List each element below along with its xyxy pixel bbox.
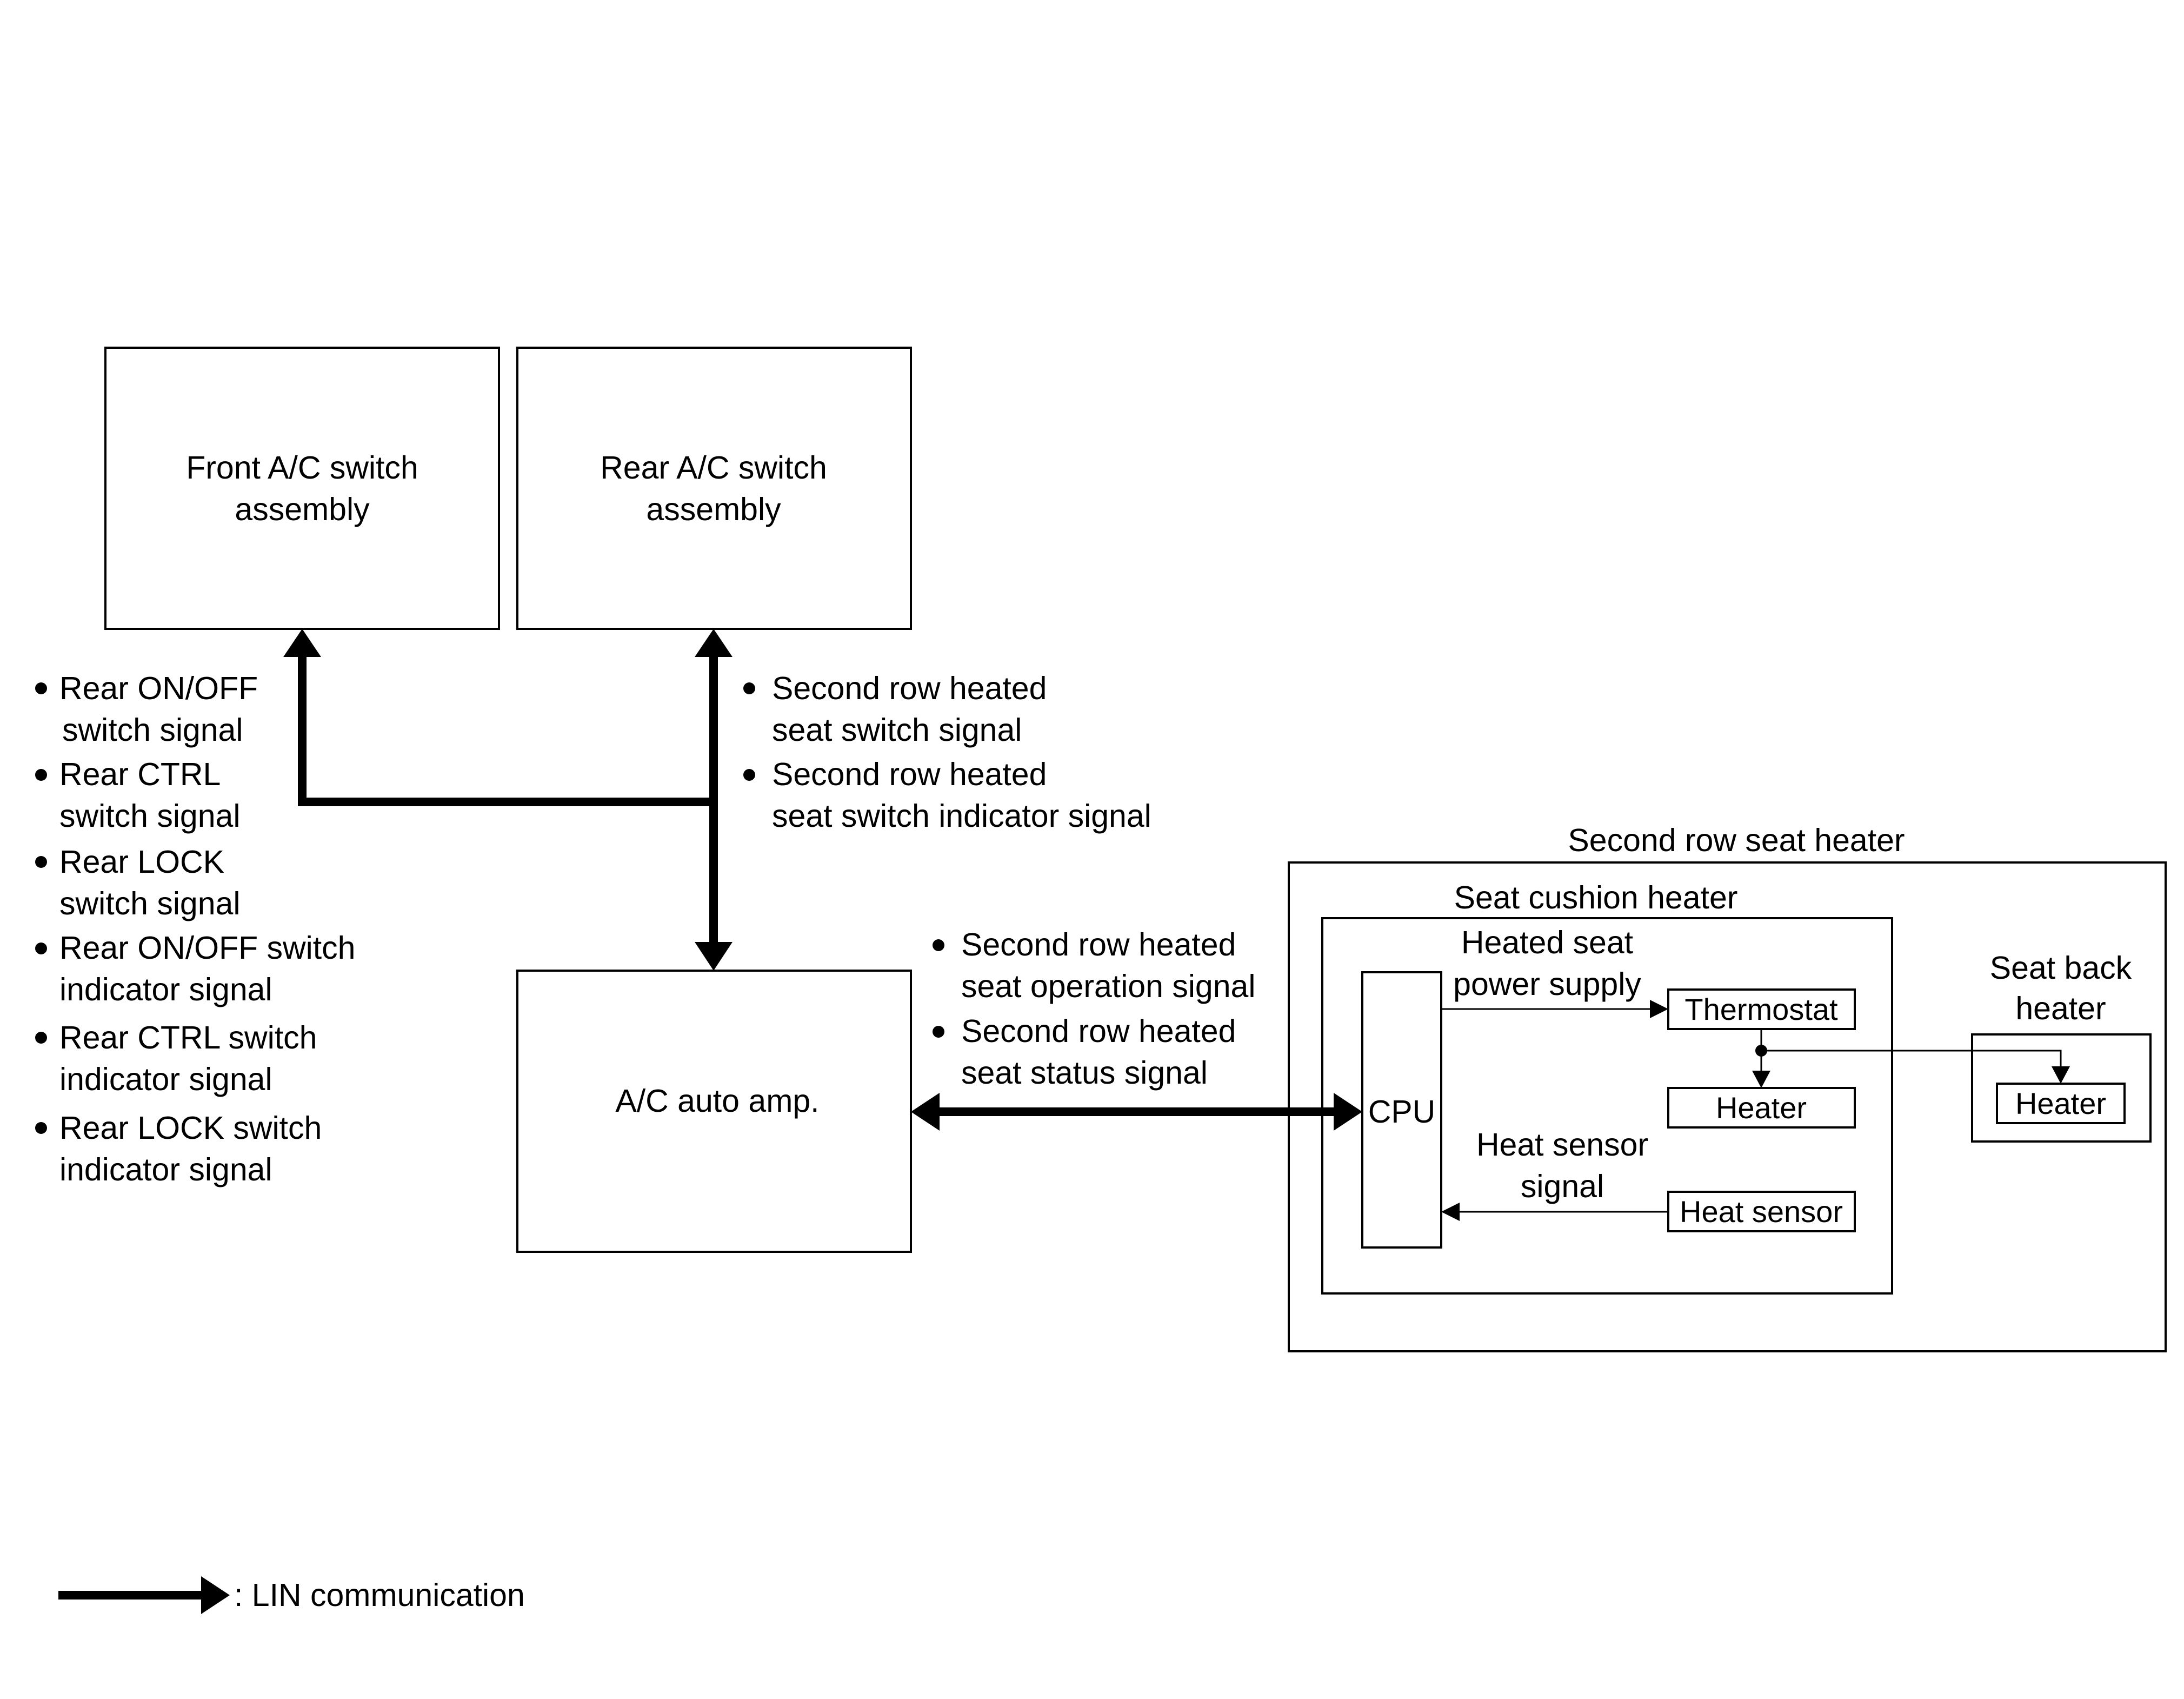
arrowhead-amp [695,942,733,971]
rear-ac-switch-block: Rear A/C switch assembly [516,347,912,630]
arrowhead-front-switch [283,629,321,657]
signal-rear-1-line1: Second row heated [772,671,1047,706]
arrowhead-amp-side [911,1093,940,1131]
seat-back-heater-title-line1: Seat back [1990,950,2132,986]
signal-left-2-line2: switch signal [59,798,240,834]
signal-left-1-line2: switch signal [62,712,243,748]
signal-left-4-line1: Rear ON/OFF switch [59,930,355,966]
ac-auto-amp-label: A/C auto amp. [615,1083,819,1119]
seat-back-heater-box [1971,1033,2152,1143]
arrowhead-cpu-side [1334,1093,1362,1131]
lin-bus-amp-cpu [911,1093,1362,1131]
rear-ac-switch-label-line1: Rear A/C switch [600,450,827,486]
signal-list-rear-switch: Second row heated seat switch signal Sec… [743,671,1151,834]
heat-sensor-box [1667,1191,1856,1232]
signal-left-3-line2: switch signal [59,886,240,921]
power-supply-label-line2: power supply [1453,966,1641,1002]
signal-left-6-line1: Rear LOCK switch [59,1110,322,1146]
legend-label: : LIN communication [234,1577,525,1613]
rear-ac-switch-label-line2: assembly [646,492,781,527]
front-ac-switch-label-line2: assembly [235,492,370,527]
heat-sensor-label: Heat sensor [1680,1194,1843,1229]
seat-cushion-heater-title: Seat cushion heater [1454,880,1738,915]
cpu-label: CPU [1368,1094,1436,1130]
signal-amp-2-line1: Second row heated [961,1013,1236,1049]
legend: : LIN communication [58,1576,525,1614]
seat-back-heater-element-label: Heater [2015,1086,2106,1120]
cpu-box [1361,971,1442,1249]
signal-left-3-line1: Rear LOCK [59,844,224,880]
arrowhead-rear-switch [695,629,733,657]
signal-rear-2-line1: Second row heated [772,756,1047,792]
signal-left-1-line1: Rear ON/OFF [59,671,258,706]
front-ac-switch-block: Front A/C switch assembly [104,347,500,630]
signal-list-left: Rear ON/OFF switch signal Rear CTRL swit… [35,671,355,1187]
legend-arrowhead [201,1576,230,1614]
front-ac-switch-label-line1: Front A/C switch [186,450,418,486]
power-supply-label-line1: Heated seat [1461,925,1633,960]
signal-left-4-line2: indicator signal [59,972,272,1007]
signal-amp-1-line2: seat operation signal [961,968,1255,1004]
heat-sensor-signal-line1: Heat sensor [1476,1127,1648,1163]
cushion-heater-label: Heater [1716,1091,1807,1125]
signal-amp-2-line2: seat status signal [961,1055,1208,1091]
seat-back-heater-element-box [1996,1083,2126,1124]
signal-list-amp: Second row heated seat operation signal … [933,927,1255,1091]
seat-back-heater-title-line2: heater [2015,991,2106,1026]
signal-rear-2-line2: seat switch indicator signal [772,798,1151,834]
second-row-seat-heater-title: Second row seat heater [1568,822,1905,858]
signal-amp-1-line1: Second row heated [961,927,1236,963]
arrowhead-thermostat [1650,1000,1668,1018]
arrowhead-cushion-heater [1752,1071,1770,1088]
signal-left-2-line1: Rear CTRL [59,756,221,792]
heat-sensor-signal-line2: signal [1521,1169,1604,1204]
signal-left-6-line2: indicator signal [59,1152,272,1187]
second-row-seat-heater: Second row seat heater Seat cushion heat… [1288,822,2167,1352]
cushion-heater-box [1667,1087,1856,1129]
arrowhead-seat-back-heater [2052,1066,2070,1084]
lin-bus-switches [283,629,733,971]
signal-left-5-line2: indicator signal [59,1061,272,1097]
ac-auto-amp-block: A/C auto amp. [516,970,912,1253]
signal-left-5-line1: Rear CTRL switch [59,1020,317,1056]
thermostat-label: Thermostat [1684,992,1838,1026]
arrowhead-cpu-sensor [1441,1203,1460,1221]
signal-rear-1-line2: seat switch signal [772,712,1022,748]
